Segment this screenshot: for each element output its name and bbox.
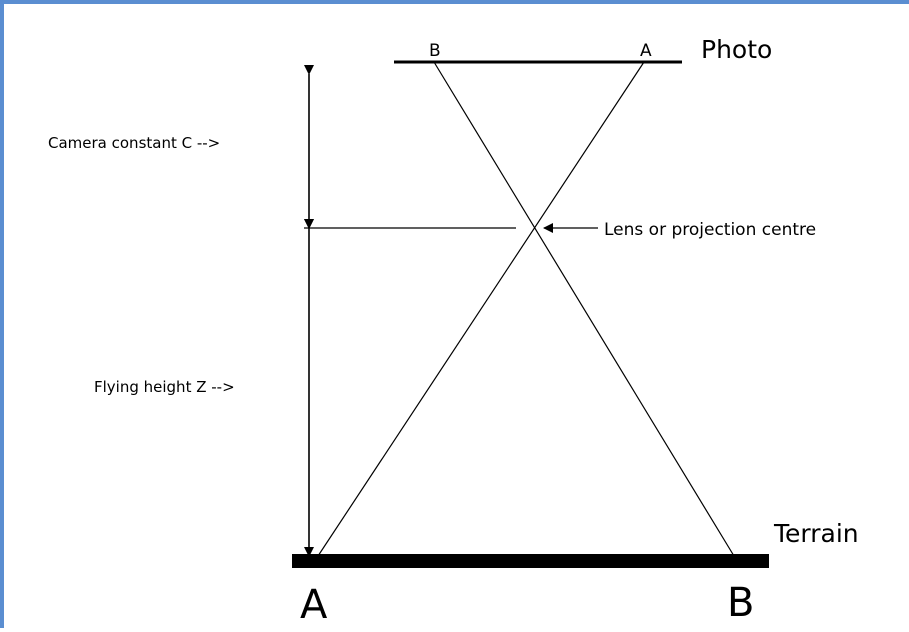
lens-label: Lens or projection centre bbox=[604, 220, 816, 240]
terrain-point-b-label: B bbox=[727, 580, 754, 626]
projection-ray-b bbox=[433, 61, 735, 557]
terrain-bar bbox=[292, 554, 769, 568]
photo-label: Photo bbox=[701, 35, 772, 64]
camera-constant-label: Camera constant C --> bbox=[48, 134, 220, 152]
terrain-label: Terrain bbox=[773, 519, 859, 548]
flying-height-label: Flying height Z --> bbox=[94, 378, 235, 396]
projection-ray-a bbox=[317, 61, 645, 557]
aerial-photo-geometry-diagram: Photo B A Lens or projection centre Came… bbox=[48, 35, 859, 628]
terrain-point-a-label: A bbox=[300, 582, 328, 628]
photo-point-b-label: B bbox=[429, 41, 441, 61]
photo-point-a-label: A bbox=[640, 41, 652, 61]
